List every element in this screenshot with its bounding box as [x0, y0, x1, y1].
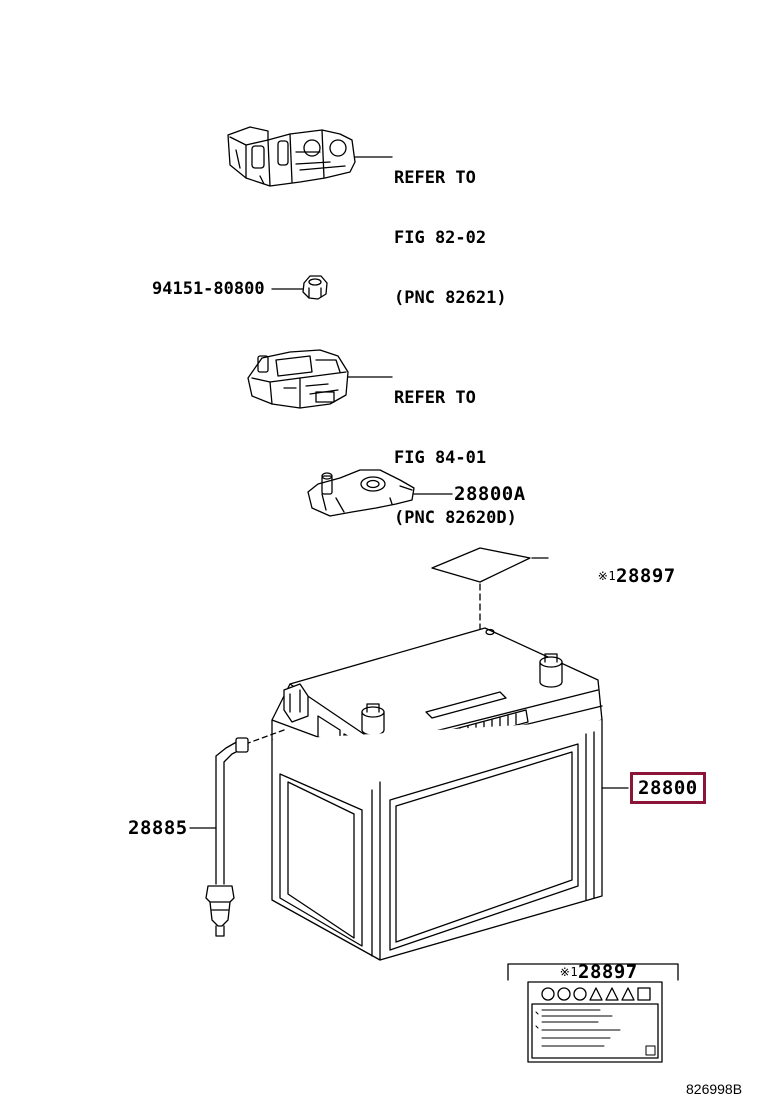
note-mark: ※1 — [597, 569, 617, 583]
vent-hose — [205, 729, 285, 937]
battery — [271, 627, 603, 961]
part-label-28897-top[interactable]: ※128897 — [550, 546, 676, 606]
part-number: 28897 — [616, 565, 676, 587]
ref-label-fig-82-02: REFER TO FIG 82-02 (PNC 82621) — [394, 128, 507, 348]
ref-label-fig-84-01: REFER TO FIG 84-01 (PNC 82620D) — [394, 348, 517, 568]
part-label-94151-80800[interactable]: 94151-80800 — [152, 279, 265, 299]
terminal-cover-middle — [247, 349, 349, 409]
ref-line: (PNC 82620D) — [394, 508, 517, 528]
ref-line: (PNC 82621) — [394, 288, 507, 308]
part-label-28800a[interactable]: 28800A — [454, 483, 526, 505]
terminal-clamp — [307, 469, 415, 517]
note-mark: ※1 — [559, 965, 579, 979]
part-label-28800-highlighted[interactable]: 28800 — [630, 772, 706, 804]
part-number: 28897 — [578, 961, 638, 983]
ref-line: REFER TO — [394, 388, 476, 408]
part-label-28885[interactable]: 28885 — [128, 817, 188, 839]
hex-nut — [302, 275, 328, 300]
label-sheet-bottom — [527, 981, 663, 1063]
ref-line: FIG 84-01 — [394, 448, 487, 468]
label-callout-bracket — [507, 963, 679, 981]
ref-line: REFER TO — [394, 168, 476, 188]
terminal-cover-top — [227, 126, 356, 187]
figure-number: 826998B — [686, 1081, 743, 1097]
ref-line: FIG 82-02 — [394, 228, 487, 248]
part-label-28897-bottom[interactable]: ※128897 — [512, 942, 638, 1002]
label-sheet-top — [431, 547, 531, 583]
